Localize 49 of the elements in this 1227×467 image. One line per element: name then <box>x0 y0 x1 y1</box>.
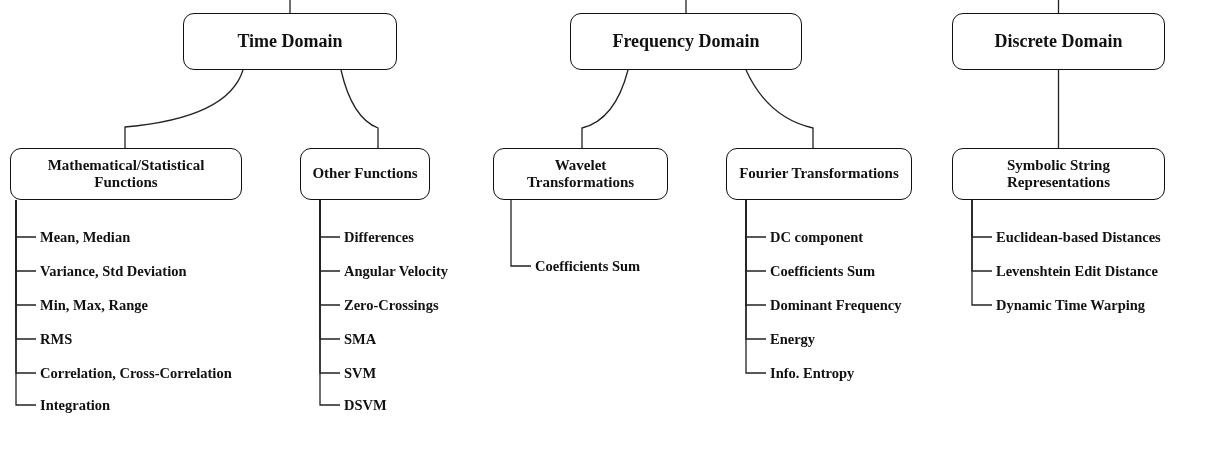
category-box <box>300 148 430 200</box>
domain-box <box>183 13 397 70</box>
feature-label: DSVM <box>340 395 387 415</box>
feature-label: Zero-Crossings <box>340 295 439 315</box>
connector-line <box>745 69 814 149</box>
tree-branch-line <box>510 199 532 267</box>
tree-branch-line <box>319 199 341 406</box>
feature-label: Variance, Std Deviation <box>36 261 187 281</box>
feature-label: Integration <box>36 395 111 415</box>
feature-label: Dominant Frequency <box>766 295 902 315</box>
box-title: Other Functions <box>311 165 419 183</box>
connector-line <box>1057 69 1060 149</box>
feature-label: Mean, Median <box>36 227 131 247</box>
feature-label: Dynamic Time Warping <box>992 295 1146 315</box>
feature-label: Energy <box>766 329 816 349</box>
box-title: Fourier Transformations <box>738 165 900 183</box>
feature-label: Info. Entropy <box>766 363 855 383</box>
connector-line <box>685 0 687 14</box>
tree-branch-line <box>971 199 993 306</box>
connector-line <box>124 69 244 149</box>
connector-line <box>581 69 629 149</box>
feature-label: SVM <box>340 363 377 383</box>
box-title: Symbolic String Representations <box>1005 156 1112 192</box>
box-title: Mathematical/Statistical Functions <box>46 156 206 192</box>
feature-label: Levenshtein Edit Distance <box>992 261 1158 281</box>
category-box <box>952 148 1165 200</box>
category-box <box>10 148 242 200</box>
feature-label: Correlation, Cross-Correlation <box>36 363 232 383</box>
connector-line <box>340 69 379 149</box>
box-title: Frequency Domain <box>612 31 760 52</box>
tree-branch-line <box>15 199 37 406</box>
feature-label: Coefficients Sum <box>531 256 641 276</box>
feature-label: SMA <box>340 329 377 349</box>
feature-label: Differences <box>340 227 414 247</box>
box-title: Discrete Domain <box>994 31 1123 52</box>
feature-label: Min, Max, Range <box>36 295 148 315</box>
feature-label: DC component <box>766 227 864 247</box>
domain-box <box>952 13 1165 70</box>
tree-branch-line <box>745 199 767 374</box>
box-title: Wavelet Transformations <box>525 156 636 192</box>
feature-label: Angular Velocity <box>340 261 449 281</box>
domain-box <box>570 13 802 70</box>
box-title: Time Domain <box>237 31 343 52</box>
category-box <box>493 148 668 200</box>
feature-label: Coefficients Sum <box>766 261 876 281</box>
category-box <box>726 148 912 200</box>
connector-line <box>289 0 291 14</box>
feature-label: Euclidean-based Distances <box>992 227 1161 247</box>
feature-label: RMS <box>36 329 73 349</box>
